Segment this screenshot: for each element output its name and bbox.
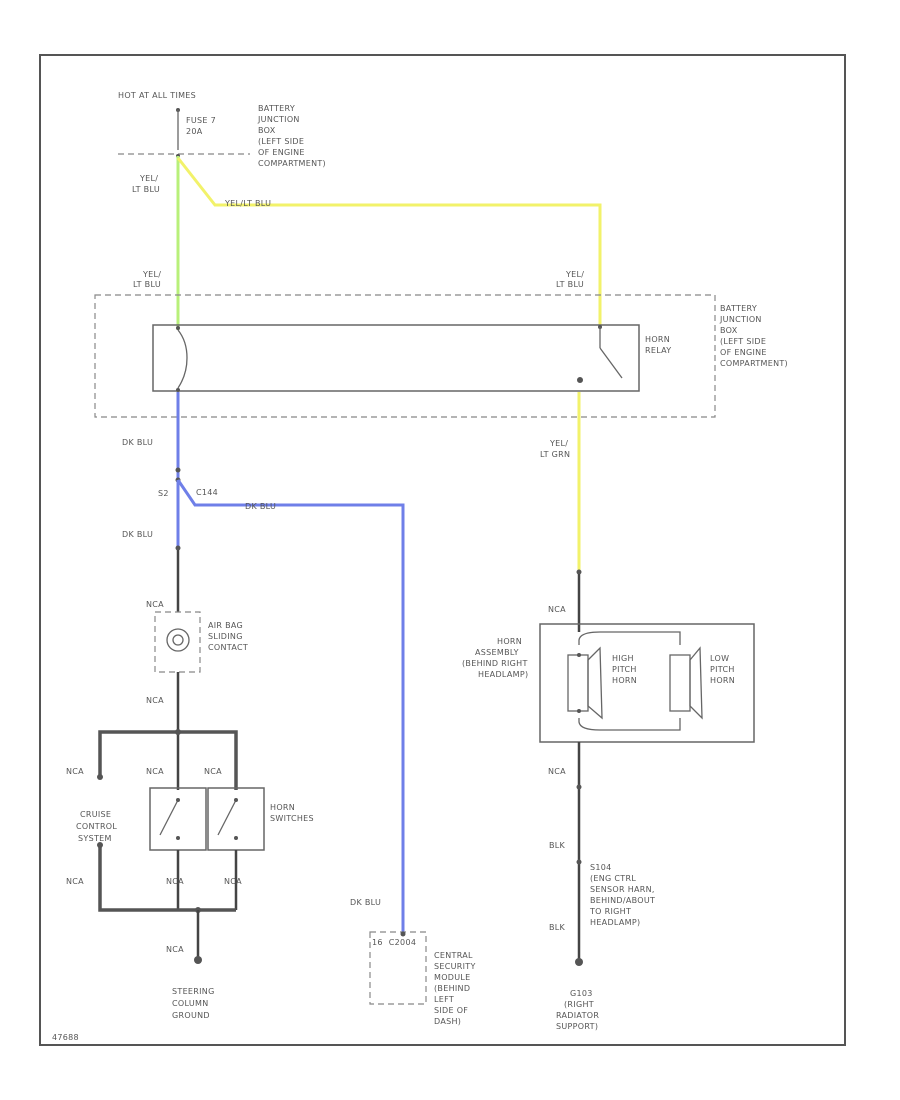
high-pitch-horn-bell-icon [587, 646, 603, 720]
wire-dk-blu-to-security-module [176, 479, 405, 932]
airbag-label: AIR BAG SLIDING CONTACT [208, 621, 248, 652]
high-pitch-horn-terminal-top [577, 653, 581, 657]
nca-label-airbag-top: NCA [146, 600, 164, 609]
horn-switch-2-contact [217, 799, 237, 836]
horn-relay-box [152, 324, 640, 392]
relay-switch-contact [599, 347, 623, 379]
horn-switch-box-1 [149, 787, 207, 851]
switch-bus-top [98, 730, 238, 790]
battery-junction-box-dashed [94, 294, 716, 418]
nca-label-switch-2: NCA [204, 767, 222, 776]
nca-label-horn-bottom: NCA [548, 767, 566, 776]
horn-switch-1-lower [176, 836, 180, 840]
nca-label-horn-top: NCA [548, 605, 566, 614]
horn-switch-1-upper [176, 798, 180, 802]
bus-top-node [175, 729, 181, 735]
high-pitch-horn-body [567, 654, 589, 712]
power-source-label: HOT AT ALL TIMES [118, 91, 196, 100]
horn-switch-box-2 [207, 787, 265, 851]
nca-label-ground: NCA [166, 945, 184, 954]
relay-coil-bottom-terminal [176, 388, 180, 392]
junction-box-label-top: BATTERY JUNCTION BOX (LEFT SIDE OF ENGIN… [257, 104, 326, 168]
diagram-frame [39, 54, 846, 1046]
security-module-pin [400, 931, 406, 937]
wire-label-yel-lt-blu-c: YEL/LT BLU [133, 270, 161, 289]
cruise-control-label: CRUISE CONTROL SYSTEM [76, 810, 120, 843]
battery-junction-box-label: BATTERY JUNCTION BOX (LEFT SIDE OF ENGIN… [719, 304, 788, 368]
wire-label-yel-lt-grn: YEL/LT GRN [540, 439, 570, 459]
nca-label-airbag-bottom: NCA [146, 696, 164, 705]
wire-label-blk-2: BLK [549, 923, 566, 932]
horn-internal-feed [578, 631, 681, 645]
low-pitch-horn-body [669, 654, 691, 712]
low-pitch-horn-bell-icon [689, 646, 703, 720]
horn-assembly-box [539, 623, 755, 743]
wire-label-yel-lt-blu-d: YEL/LT BLU [556, 270, 584, 289]
relay-switch-bottom-terminal [577, 377, 583, 383]
horn-return-connector [576, 784, 582, 790]
steering-column-ground-label: STEERING COLUMN GROUND [172, 987, 217, 1020]
horn-assembly-label: HORN ASSEMBLY (BEHIND RIGHT HEADLAMP) [462, 637, 531, 679]
clockspring-icon [166, 628, 190, 652]
wire-yel-lt-blu-switch [176, 157, 602, 325]
horn-internal-return [578, 718, 681, 731]
wire-label-blk-1: BLK [549, 841, 566, 850]
high-pitch-horn-label: HIGH PITCH HORN [612, 654, 640, 685]
relay-coil-top-terminal [176, 326, 180, 330]
clockspring-inner-icon [172, 634, 184, 646]
cruise-control-terminal-top [97, 774, 103, 780]
nca-label-switch-3: NCA [166, 877, 184, 886]
airbag-sliding-contact-box [154, 611, 201, 673]
switch-bus-bottom [98, 845, 236, 912]
g103-ground-icon [575, 958, 583, 966]
wire-label-dk-blu-2: DK BLU [245, 502, 276, 511]
low-pitch-horn-label: LOW PITCH HORN [710, 654, 738, 685]
central-security-module-label: CENTRAL SECURITY MODULE (BEHIND LEFT SID… [434, 951, 479, 1026]
high-pitch-horn-terminal-bottom [577, 709, 581, 713]
horn-feed-connector [576, 569, 582, 575]
horn-switch-2-lower [234, 836, 238, 840]
horn-switch-1-contact [159, 799, 179, 836]
wire-label-dk-blu-1: DK BLU [122, 438, 153, 447]
connector-c-label: C144 [196, 488, 218, 497]
wire-label-yel-lt-blu-a: YEL/LT BLU [132, 174, 160, 194]
wire-label-dk-blu-3: DK BLU [122, 530, 153, 539]
g103-label: G103 (RIGHT RADIATOR SUPPORT) [556, 989, 602, 1031]
cruise-control-terminal-bottom [97, 842, 103, 848]
nca-label-switch-1: NCA [146, 767, 164, 776]
splice-s104-node [576, 859, 582, 865]
wire-label-dk-blu-4: DK BLU [350, 898, 381, 907]
connector-pin-upper [175, 467, 181, 473]
nca-label-cruise-bottom: NCA [66, 877, 84, 886]
steering-column-ground-icon [194, 956, 202, 964]
splice-s-label: S2 [158, 489, 169, 498]
splice-s104-label: S104 (ENG CTRL SENSOR HARN, BEHIND/ABOUT… [589, 863, 658, 927]
connector-pin-lower [175, 545, 181, 551]
nca-label-switch-4: NCA [224, 877, 242, 886]
relay-coil [177, 329, 188, 389]
figure-id: 47688 [52, 1033, 79, 1042]
horn-switch-2-upper [234, 798, 238, 802]
nca-label-cruise-top: NCA [66, 767, 84, 776]
wire-label-yel-lt-blu-b: YEL/LT BLU [224, 199, 271, 208]
central-security-module-box [369, 931, 427, 1005]
